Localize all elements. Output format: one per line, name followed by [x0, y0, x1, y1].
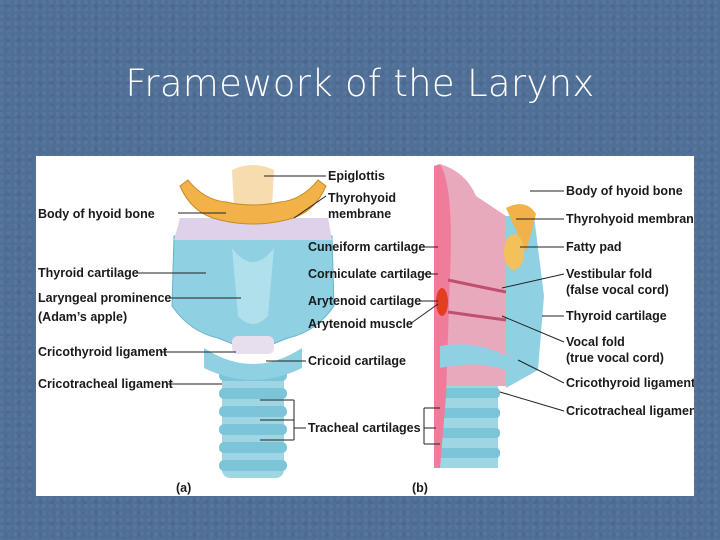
label-thyrohyoid: Thyrohyoid [328, 191, 396, 205]
label-body-of-hyoid-bone-a: Body of hyoid bone [38, 207, 155, 221]
label-thyrohyoid-membrane-b: Thyrohyoid membrane [566, 212, 694, 226]
label-epiglottis: Epiglottis [328, 169, 385, 183]
arytenoid-muscle-b [436, 288, 448, 316]
label-thyroid-cartilage-a: Thyroid cartilage [38, 266, 139, 280]
label-cricotracheal-ligament-a: Cricotracheal ligament [38, 377, 174, 391]
label-thyroid-cartilage-b: Thyroid cartilage [566, 309, 667, 323]
label-false-vocal-cord: (false vocal cord) [566, 283, 669, 297]
label-arytenoid-muscle: Arytenoid muscle [308, 317, 413, 331]
panel-tag-b: (b) [412, 481, 428, 495]
larynx-diagram: Body of hyoid bone Thyroid cartilage Lar… [36, 156, 694, 496]
label-corniculate-cartilage: Corniculate cartilage [308, 267, 432, 281]
sagittal-larynx-illustration [434, 164, 544, 468]
label-tracheal-cartilages: Tracheal cartilages [308, 421, 421, 435]
label-vestibular-fold: Vestibular fold [566, 267, 652, 281]
label-vocal-fold: Vocal fold [566, 335, 625, 349]
label-cuneiform-cartilage: Cuneiform cartilage [308, 240, 425, 254]
label-body-of-hyoid-bone-b: Body of hyoid bone [566, 184, 683, 198]
label-adams-apple: (Adam’s apple) [38, 310, 127, 324]
label-cricoid-cartilage: Cricoid cartilage [308, 354, 406, 368]
slide-title: Framework of the Larynx [0, 62, 720, 105]
fatty-pad-b [504, 234, 524, 270]
label-membrane: membrane [328, 207, 391, 221]
larynx-figure: Body of hyoid bone Thyroid cartilage Lar… [36, 156, 694, 496]
trachea-a [219, 366, 287, 478]
label-fatty-pad: Fatty pad [566, 240, 622, 254]
label-arytenoid-cartilage: Arytenoid cartilage [308, 294, 421, 308]
label-cricothyroid-ligament-b: Cricothyroid ligament [566, 376, 694, 390]
label-cricothyroid-ligament-a: Cricothyroid ligament [38, 345, 168, 359]
label-true-vocal-cord: (true vocal cord) [566, 351, 664, 365]
label-cricotracheal-ligament-b: Cricotracheal ligament [566, 404, 694, 418]
label-laryngeal-prominence: Laryngeal prominence [38, 291, 171, 305]
panel-tag-a: (a) [176, 481, 191, 495]
